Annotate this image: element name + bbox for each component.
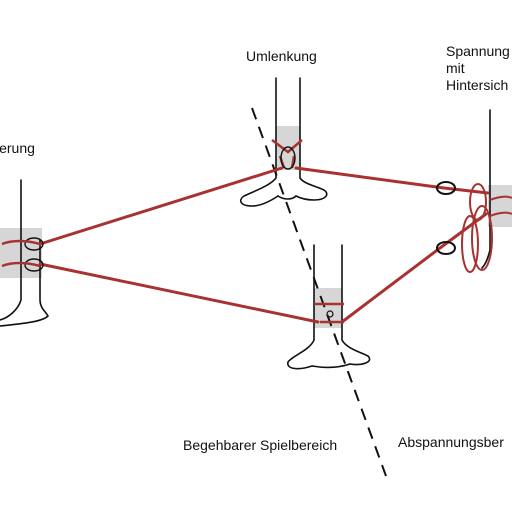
lower-pulley [326,310,334,318]
tree-tension-right [481,109,491,269]
tree-redirect [239,77,328,207]
label-tension: Spannung mit Hintersich [446,43,510,94]
rope-anchor-to-lower [38,262,320,324]
anchor-loops [1,237,44,272]
tree-anchor-left [0,179,49,327]
label-anchor: ierung [0,140,35,156]
rope-lower-to-tension [340,212,488,324]
label-tension-line-3: Hintersich [446,77,509,93]
rope-redirect-to-tension [294,166,490,195]
label-play-area: Begehbarer Spielbereich [183,437,338,453]
rope-anchor-to-redirect [38,166,284,246]
rope-lines [38,166,490,324]
label-redirect: Umlenkung [246,48,317,64]
label-tension-line-1: Spannung [446,43,510,59]
tree-band-redirect [276,126,300,170]
tension-loops [436,181,512,273]
lower-knot [314,302,344,324]
tree-band-right [488,185,512,227]
redirect-pulley [280,146,296,170]
label-tension-line-2: mit [446,60,465,76]
label-guy-area: Abspannungsber [398,434,504,450]
tree-lower-center [287,244,371,370]
